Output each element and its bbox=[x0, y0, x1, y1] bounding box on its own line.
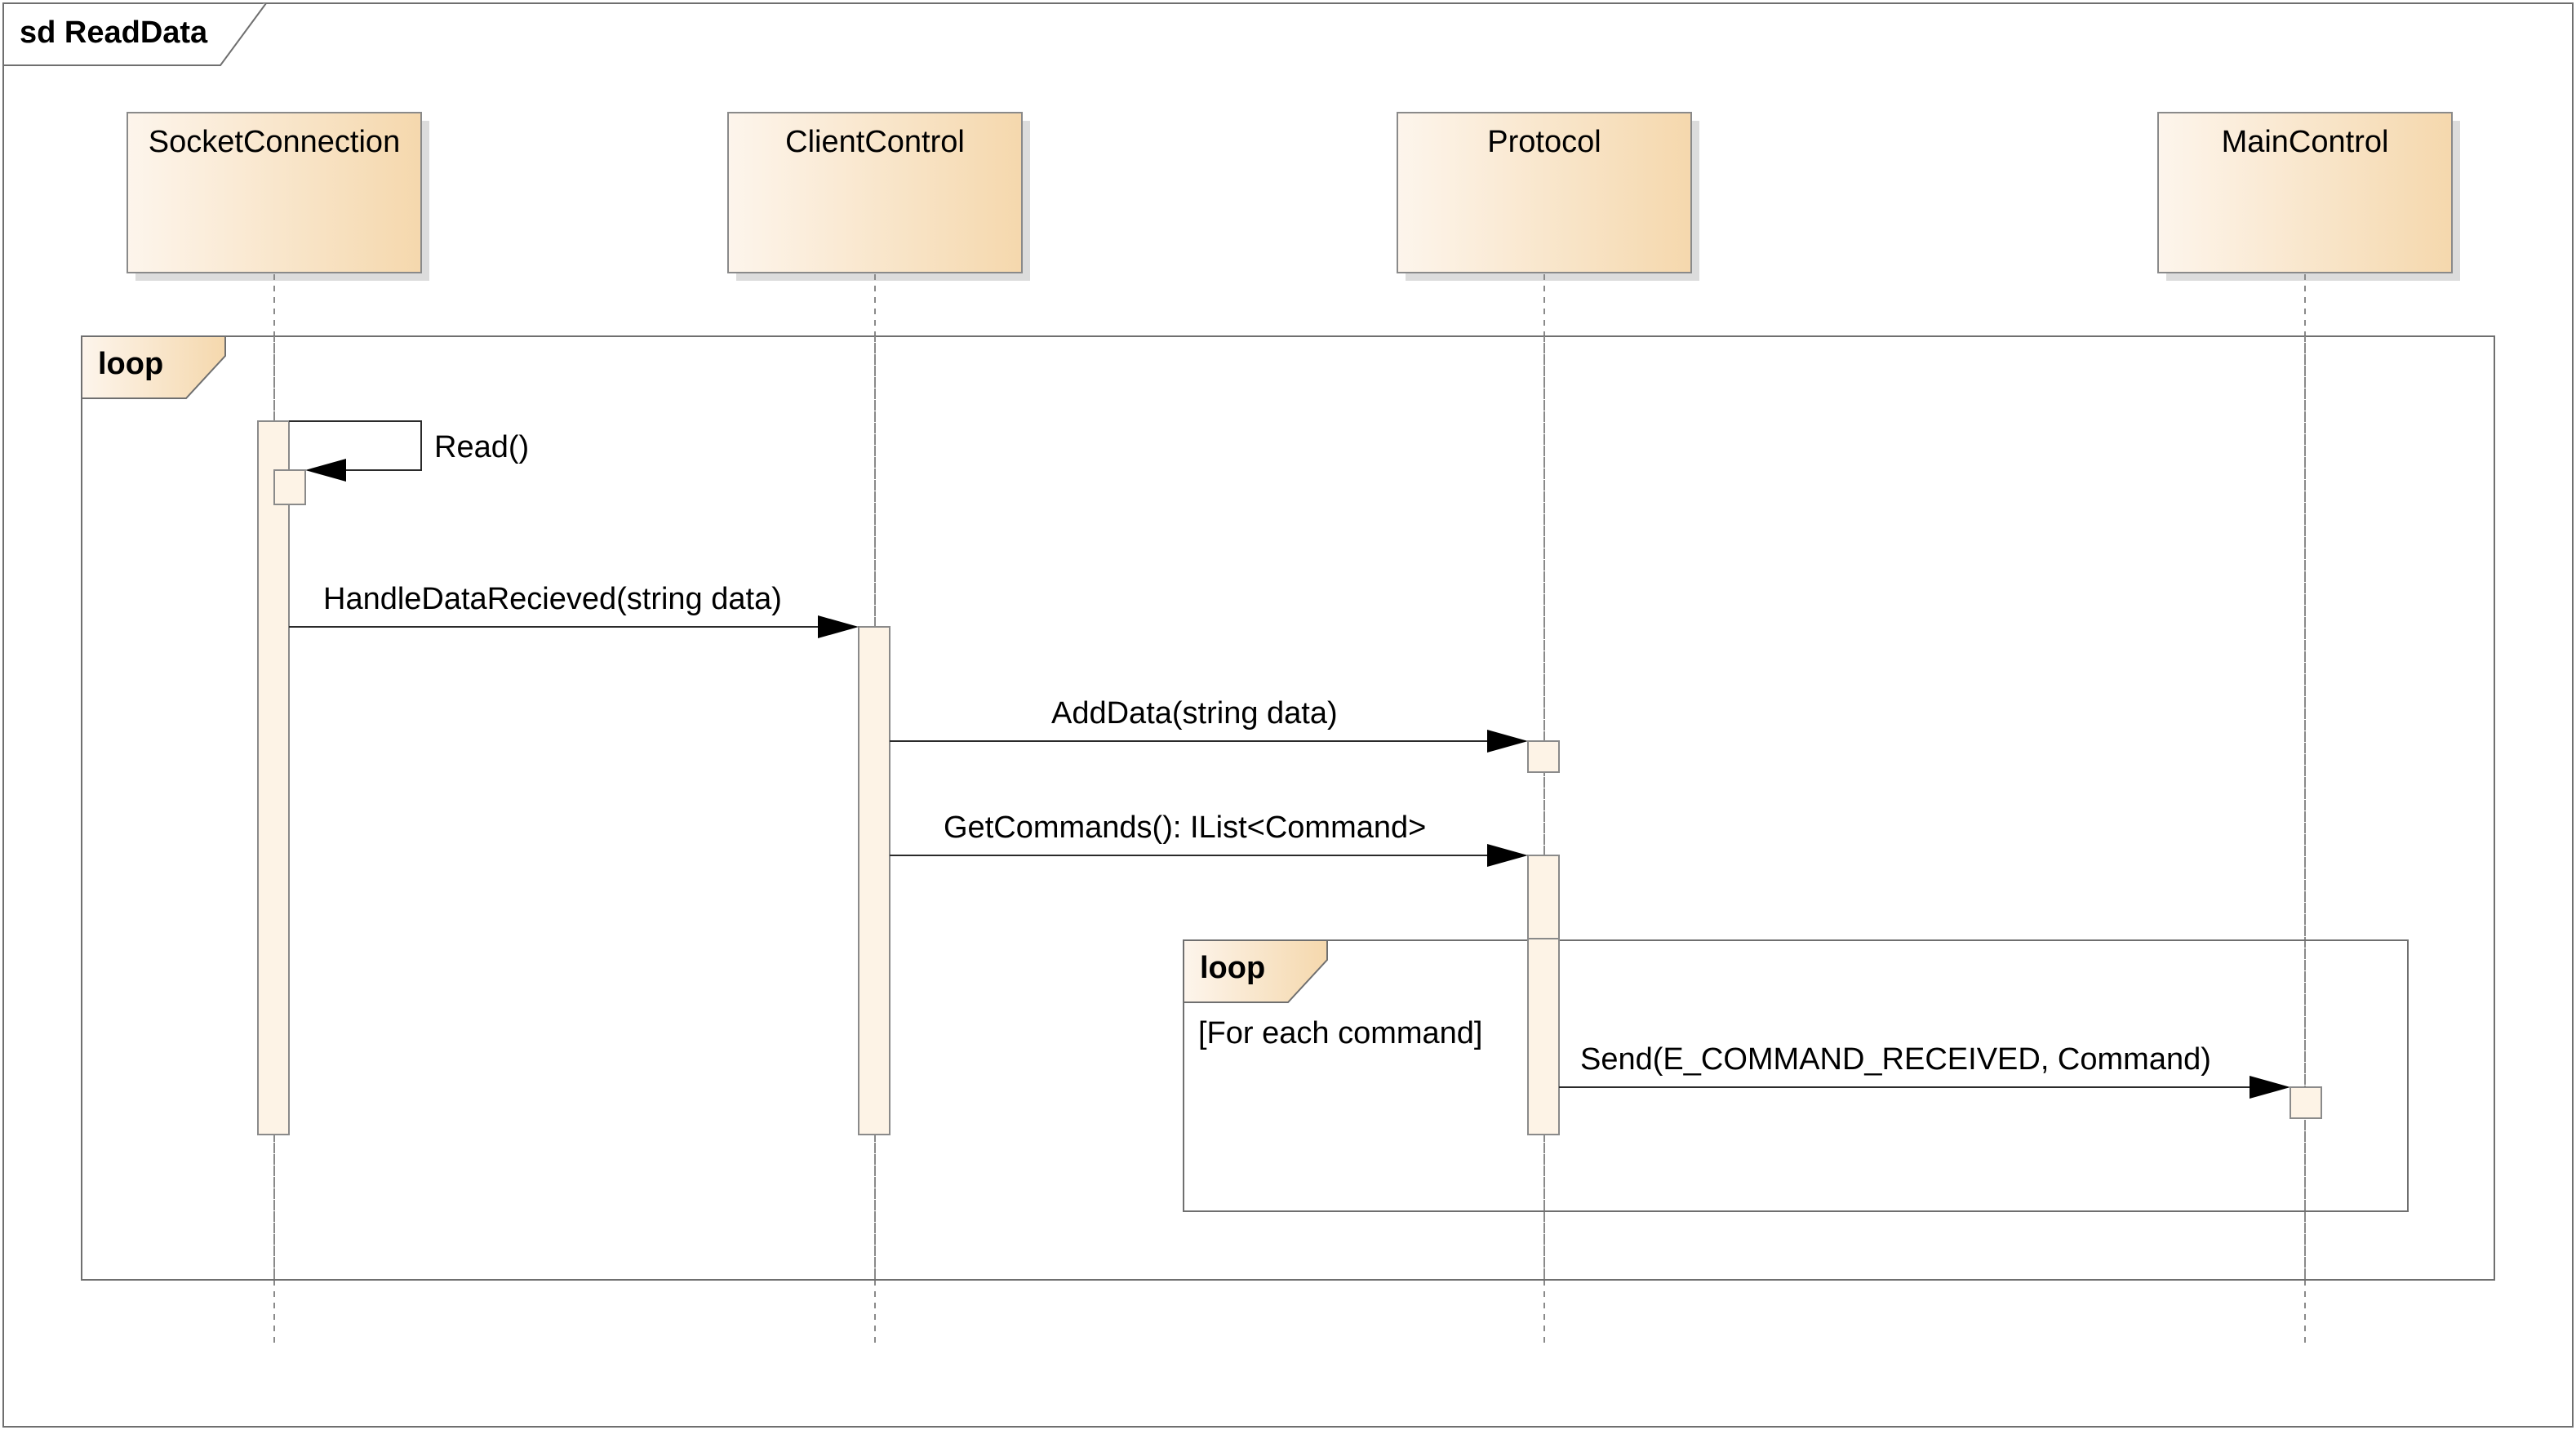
fragment-operator: loop bbox=[98, 347, 163, 381]
participant-clientcontrol[interactable]: ClientControl bbox=[727, 112, 1030, 281]
participant-maincontrol[interactable]: MainControl bbox=[2157, 112, 2460, 281]
fragment-guard: [For each command] bbox=[1198, 1016, 1482, 1050]
message-label: Read() bbox=[434, 430, 529, 464]
message-adddata[interactable]: AddData(string data) bbox=[890, 696, 1560, 773]
fragment-loop-outer: loop bbox=[81, 335, 2495, 1281]
activation-protocol-adddata bbox=[1527, 740, 1560, 773]
fragment-loop-inner: loop [For each command] bbox=[1183, 939, 2409, 1212]
message-label: GetCommands(): IList<Command> bbox=[944, 810, 1426, 845]
activation-socketconnection-read bbox=[273, 469, 306, 505]
participant-label: Protocol bbox=[1487, 125, 1601, 159]
participant-label: ClientControl bbox=[785, 125, 965, 159]
message-handledatarecieved[interactable]: HandleDataRecieved(string data) bbox=[289, 582, 859, 638]
message-label: Send(E_COMMAND_RECEIVED, Command) bbox=[1580, 1042, 2211, 1077]
participant-socketconnection[interactable]: SocketConnection bbox=[127, 112, 429, 281]
message-send[interactable]: Send(E_COMMAND_RECEIVED, Command) bbox=[1559, 1042, 2322, 1119]
message-getcommands[interactable]: GetCommands(): IList<Command> bbox=[890, 810, 1528, 867]
participant-protocol[interactable]: Protocol bbox=[1397, 112, 1699, 281]
participant-label: MainControl bbox=[2222, 125, 2389, 159]
message-label: AddData(string data) bbox=[1051, 696, 1338, 731]
participant-label: SocketConnection bbox=[149, 125, 400, 159]
activation-clientcontrol bbox=[858, 626, 890, 1135]
message-label: HandleDataRecieved(string data) bbox=[323, 582, 782, 616]
activation-protocol-overlay bbox=[1527, 938, 1560, 1135]
activation-socketconnection bbox=[257, 420, 290, 1135]
fragment-operator: loop bbox=[1200, 951, 1265, 985]
frame-title: sd ReadData bbox=[20, 16, 208, 50]
activation-maincontrol-send bbox=[2290, 1086, 2322, 1119]
message-read[interactable]: Read() bbox=[273, 420, 529, 505]
